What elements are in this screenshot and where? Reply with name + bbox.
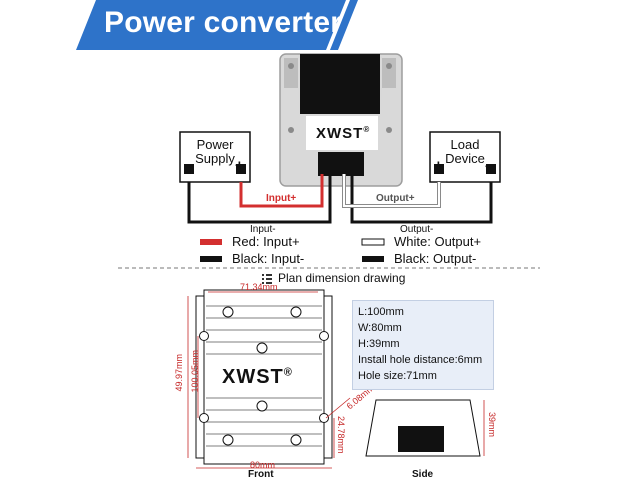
cable-gland [318, 152, 364, 176]
input-minus-label: Input- [250, 224, 276, 235]
side-view-label: Side [412, 469, 434, 480]
legend-swatch-white [361, 238, 385, 246]
converter-top-panel [300, 54, 380, 114]
front-view-drawing [187, 289, 351, 469]
output-plus-label: Output+ [376, 193, 415, 204]
power-supply-plus-sign: + [235, 157, 244, 174]
front-brand: XWST® [222, 366, 293, 389]
spec-height: H:39mm [358, 338, 400, 350]
power-supply-minus-sign: − [185, 158, 194, 174]
output-minus-label: Output- [400, 224, 434, 235]
legend-black-output-minus: Black: Output- [394, 251, 477, 266]
load-device-label: Load Device [445, 137, 485, 166]
spec-hole-distance: Install hole distance:6mm [358, 354, 483, 366]
front-brand-text: XWST [222, 366, 284, 388]
legend-swatch-black-in [200, 256, 222, 262]
list-icon [262, 274, 272, 284]
spec-hole-size: Hole size:71mm [358, 370, 437, 382]
dim-top-width: 71.34mm [240, 282, 278, 292]
banner-accent [330, 0, 358, 50]
legend-swatch-black-out [362, 256, 384, 262]
front-view-label: Front [248, 469, 274, 480]
input-plus-wire [239, 174, 324, 208]
front-registered-mark: ® [283, 366, 293, 379]
banner-background [76, 0, 346, 50]
side-view-drawing [365, 399, 485, 457]
legend-swatch-red [200, 239, 222, 245]
load-device-minus-sign: − [485, 158, 494, 174]
spec-width: W:80mm [358, 322, 402, 334]
converter-brand-text: XWST [316, 125, 364, 142]
dim-left-outer: 100.05mm [190, 350, 200, 393]
converter-registered-mark: ® [363, 125, 371, 134]
spec-length: L:100mm [358, 306, 404, 318]
dim-right-lower: 24.78mm [336, 416, 346, 454]
dim-left-inner: 49.97mm [174, 354, 184, 392]
input-plus-label: Input+ [266, 193, 297, 204]
dimension-drawing-heading: Plan dimension drawing [278, 271, 406, 285]
legend-white-output-plus: White: Output+ [394, 234, 482, 249]
dim-side-height: 39mm [487, 412, 497, 438]
input-minus-wire [187, 174, 332, 224]
legend-red-input-plus: Red: Input+ [232, 234, 300, 249]
spec-panel [352, 300, 494, 390]
load-device-plus-sign: + [434, 157, 443, 174]
banner-title: Power converter [104, 6, 343, 39]
dim-bottom-width: 80mm [250, 460, 276, 470]
legend-black-input-minus: Black: Input- [232, 251, 305, 266]
converter-brand: XWST® [316, 125, 370, 142]
power-supply-label: Power Supply [195, 137, 235, 166]
output-minus-wire [350, 174, 493, 224]
